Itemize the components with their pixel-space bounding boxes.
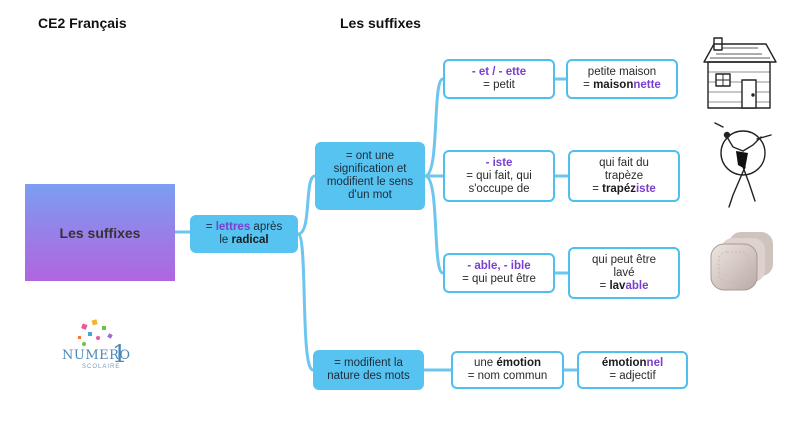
example-able-node: qui peut être lavé = lavable [568, 247, 680, 299]
trapeze-artist-icon [714, 122, 772, 208]
nature-branch-node: = modifient la nature des mots [313, 350, 424, 390]
link-definition-nature [296, 232, 315, 372]
root-node: Les suffixes [25, 184, 175, 281]
nature-word-node: une émotion = nom commun [451, 351, 564, 389]
suffix-able-node: - able, - ible = qui peut être [443, 253, 555, 293]
logo-wordmark: NUMERO [62, 348, 131, 363]
definition-node: = lettres après le radical [190, 215, 298, 253]
example-et-node: petite maison = maisonnette [566, 59, 678, 99]
logo-subtitle: SCOLAIRE [82, 364, 121, 370]
brand-logo: NUMERO 1 SCOLAIRE [60, 318, 135, 386]
house-icon [703, 37, 777, 109]
page-title: Les suffixes [340, 15, 421, 31]
suffix-et-node: - et / - ette = petit [443, 59, 555, 99]
link-meaning-able [423, 174, 445, 275]
washable-pads-icon [710, 232, 773, 291]
course-label: CE2 Français [38, 15, 127, 31]
meaning-branch-node: = ont une signification et modifient le … [315, 142, 425, 210]
example-iste-node: qui fait du trapèze = trapéziste [568, 150, 680, 202]
suffix-iste-node: - iste = qui fait, qui s'occupe de [443, 150, 555, 202]
link-meaning-et [423, 77, 445, 178]
logo-number: 1 [112, 340, 128, 368]
logo-icon [78, 319, 113, 346]
link-definition-meaning [296, 174, 317, 236]
nature-example-node: émotionnel = adjectif [577, 351, 688, 389]
